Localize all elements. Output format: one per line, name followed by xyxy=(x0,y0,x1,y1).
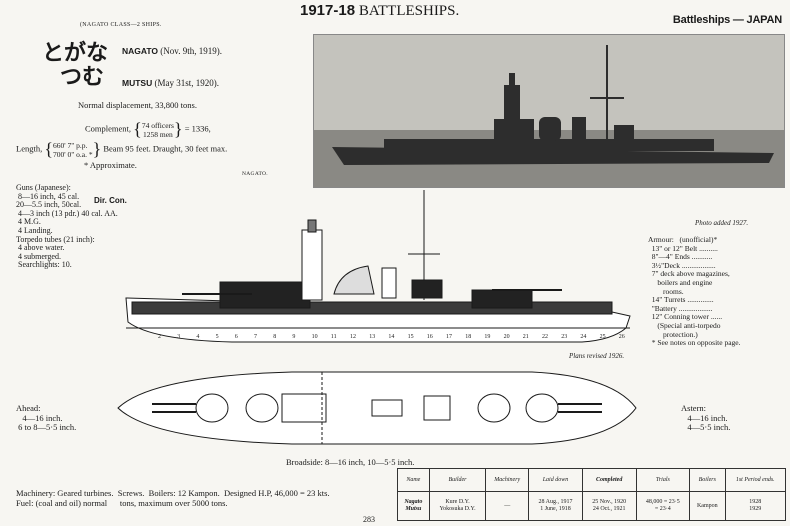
japanese-name-mutsu: つむ xyxy=(60,65,105,90)
compartment-number: 16 xyxy=(427,334,433,340)
japanese-name-nagato: とがな xyxy=(42,41,109,66)
compartment-number: 26 xyxy=(619,334,625,340)
compartment-number: 20 xyxy=(504,334,510,340)
compartment-number: 14 xyxy=(388,334,394,340)
ship-name: MUTSU xyxy=(122,78,153,88)
header-country: Battleships — JAPAN xyxy=(672,14,782,26)
beam-draught: Beam 95 feet. Draught, 30 feet max. xyxy=(103,143,228,154)
complement-men: 1258 men xyxy=(142,129,173,139)
compartment-number: 23 xyxy=(561,334,567,340)
compartment-number: 6 xyxy=(235,334,238,340)
length-label: Length, xyxy=(16,143,43,154)
photo-ship-silhouette xyxy=(332,45,774,165)
header-years: 1917-18 xyxy=(300,2,356,19)
compartment-number: 5 xyxy=(216,334,219,340)
col-laid-down: Laid down xyxy=(528,468,583,492)
cell-completed: 25 Nov., 1920 24 Oct., 1921 xyxy=(581,491,637,521)
ship-nagato: NAGATO (Nov. 9th, 1919). xyxy=(122,46,222,56)
ship-name: NAGATO xyxy=(122,46,159,56)
compartment-number: 18 xyxy=(465,334,471,340)
dir-con-label: Dir. Con. xyxy=(94,196,127,205)
col-first-period: 1st Period ends. xyxy=(724,468,786,492)
displacement: Normal displacement, 33,800 tons. xyxy=(78,100,197,110)
compartment-number: 2 xyxy=(158,334,161,340)
compartment-number: 17 xyxy=(446,334,452,340)
machinery-fuel: Machinery: Geared turbines. Screws. Boil… xyxy=(16,488,330,508)
complement-total: = 1336, xyxy=(184,123,211,134)
col-trials: Trials xyxy=(635,468,691,492)
length-oa: 700' 0" o.a. * xyxy=(52,149,93,159)
cell-builder: Kure D.Y. Yokosuka D.Y. xyxy=(428,491,487,521)
cell-laid-down: 28 Aug., 1917 1 June, 1918 xyxy=(528,491,583,521)
ship-deck-plan xyxy=(117,371,637,445)
table-header-row: Name Builder Machinery Laid down Complet… xyxy=(397,468,786,492)
col-completed: Completed xyxy=(581,468,637,492)
class-line: (NAGATO CLASS—2 SHIPS. xyxy=(80,22,162,28)
compartment-number: 19 xyxy=(484,334,490,340)
armour-list: Armour: (unofficial)* 13" or 12" Belt ..… xyxy=(648,235,741,348)
page-number: 283 xyxy=(363,515,375,524)
cell-boilers: Kampon xyxy=(689,491,726,521)
compartment-number: 4 xyxy=(196,334,199,340)
broadside-fire: Broadside: 8—16 inch, 10—5·5 inch. xyxy=(286,457,415,467)
japanese-names: とがな つむ xyxy=(42,42,108,90)
astern-fire: Astern: 4—16 inch. 4—5·5 inch. xyxy=(681,403,731,432)
cell-first-period: 1928 1929 xyxy=(724,491,786,521)
compartment-number: 21 xyxy=(523,334,529,340)
length-pp: 660' 7" p.p. xyxy=(52,140,88,150)
compartment-number: 8 xyxy=(273,334,276,340)
compartment-number: 13 xyxy=(369,334,375,340)
ahead-fire: Ahead: 4—16 inch. 6 to 8—5·5 inch. xyxy=(16,403,77,432)
compartment-number: 9 xyxy=(292,334,295,340)
compartment-number: 25 xyxy=(600,334,606,340)
ship-photo-svg xyxy=(314,35,784,187)
nagato-small-label: NAGATO. xyxy=(242,171,268,177)
col-machinery: Machinery xyxy=(485,468,530,492)
compartment-number: 10 xyxy=(312,334,318,340)
table-row: Nagato Mutsu Kure D.Y. Yokosuka D.Y. — 2… xyxy=(397,491,786,521)
compartment-number: 7 xyxy=(254,334,257,340)
cell-machinery: — xyxy=(485,491,530,521)
compartment-number: 22 xyxy=(542,334,548,340)
plans-revised-note: Plans revised 1926. xyxy=(569,352,625,360)
builders-table: Name Builder Machinery Laid down Complet… xyxy=(397,468,786,521)
header-battleships: BATTLESHIPS. xyxy=(358,3,460,19)
compartment-number: 3 xyxy=(177,334,180,340)
approx-note: * Approximate. xyxy=(84,160,137,170)
armament-list: Guns (Japanese): 8—16 inch, 45 cal. 20—5… xyxy=(16,183,118,270)
ship-mutsu: MUTSU (May 31st, 1920). xyxy=(122,78,219,88)
ship-photo xyxy=(313,34,785,188)
compartment-number: 12 xyxy=(350,334,356,340)
cell-name: Nagato Mutsu xyxy=(397,491,430,521)
length-line: Length, {660' 7" p.p.700' 0" o.a. *} Bea… xyxy=(16,139,228,159)
compartment-number: 24 xyxy=(580,334,586,340)
compartment-number: 15 xyxy=(408,334,414,340)
ship-date: (May 31st, 1920). xyxy=(154,78,219,88)
complement-label: Complement, xyxy=(85,123,132,134)
col-name: Name xyxy=(397,468,430,492)
cell-trials: 48,000 = 23·5 = 23·4 xyxy=(635,491,691,521)
photo-caption: Photo added 1927. xyxy=(695,219,749,227)
compartment-number: 11 xyxy=(331,334,337,340)
ship-date: (Nov. 9th, 1919). xyxy=(160,46,222,56)
col-boilers: Boilers xyxy=(689,468,726,492)
complement-officers: 74 officers xyxy=(141,120,174,130)
col-builder: Builder xyxy=(428,468,487,492)
page-header-title: 1917-18 BATTLESHIPS. xyxy=(300,2,459,20)
